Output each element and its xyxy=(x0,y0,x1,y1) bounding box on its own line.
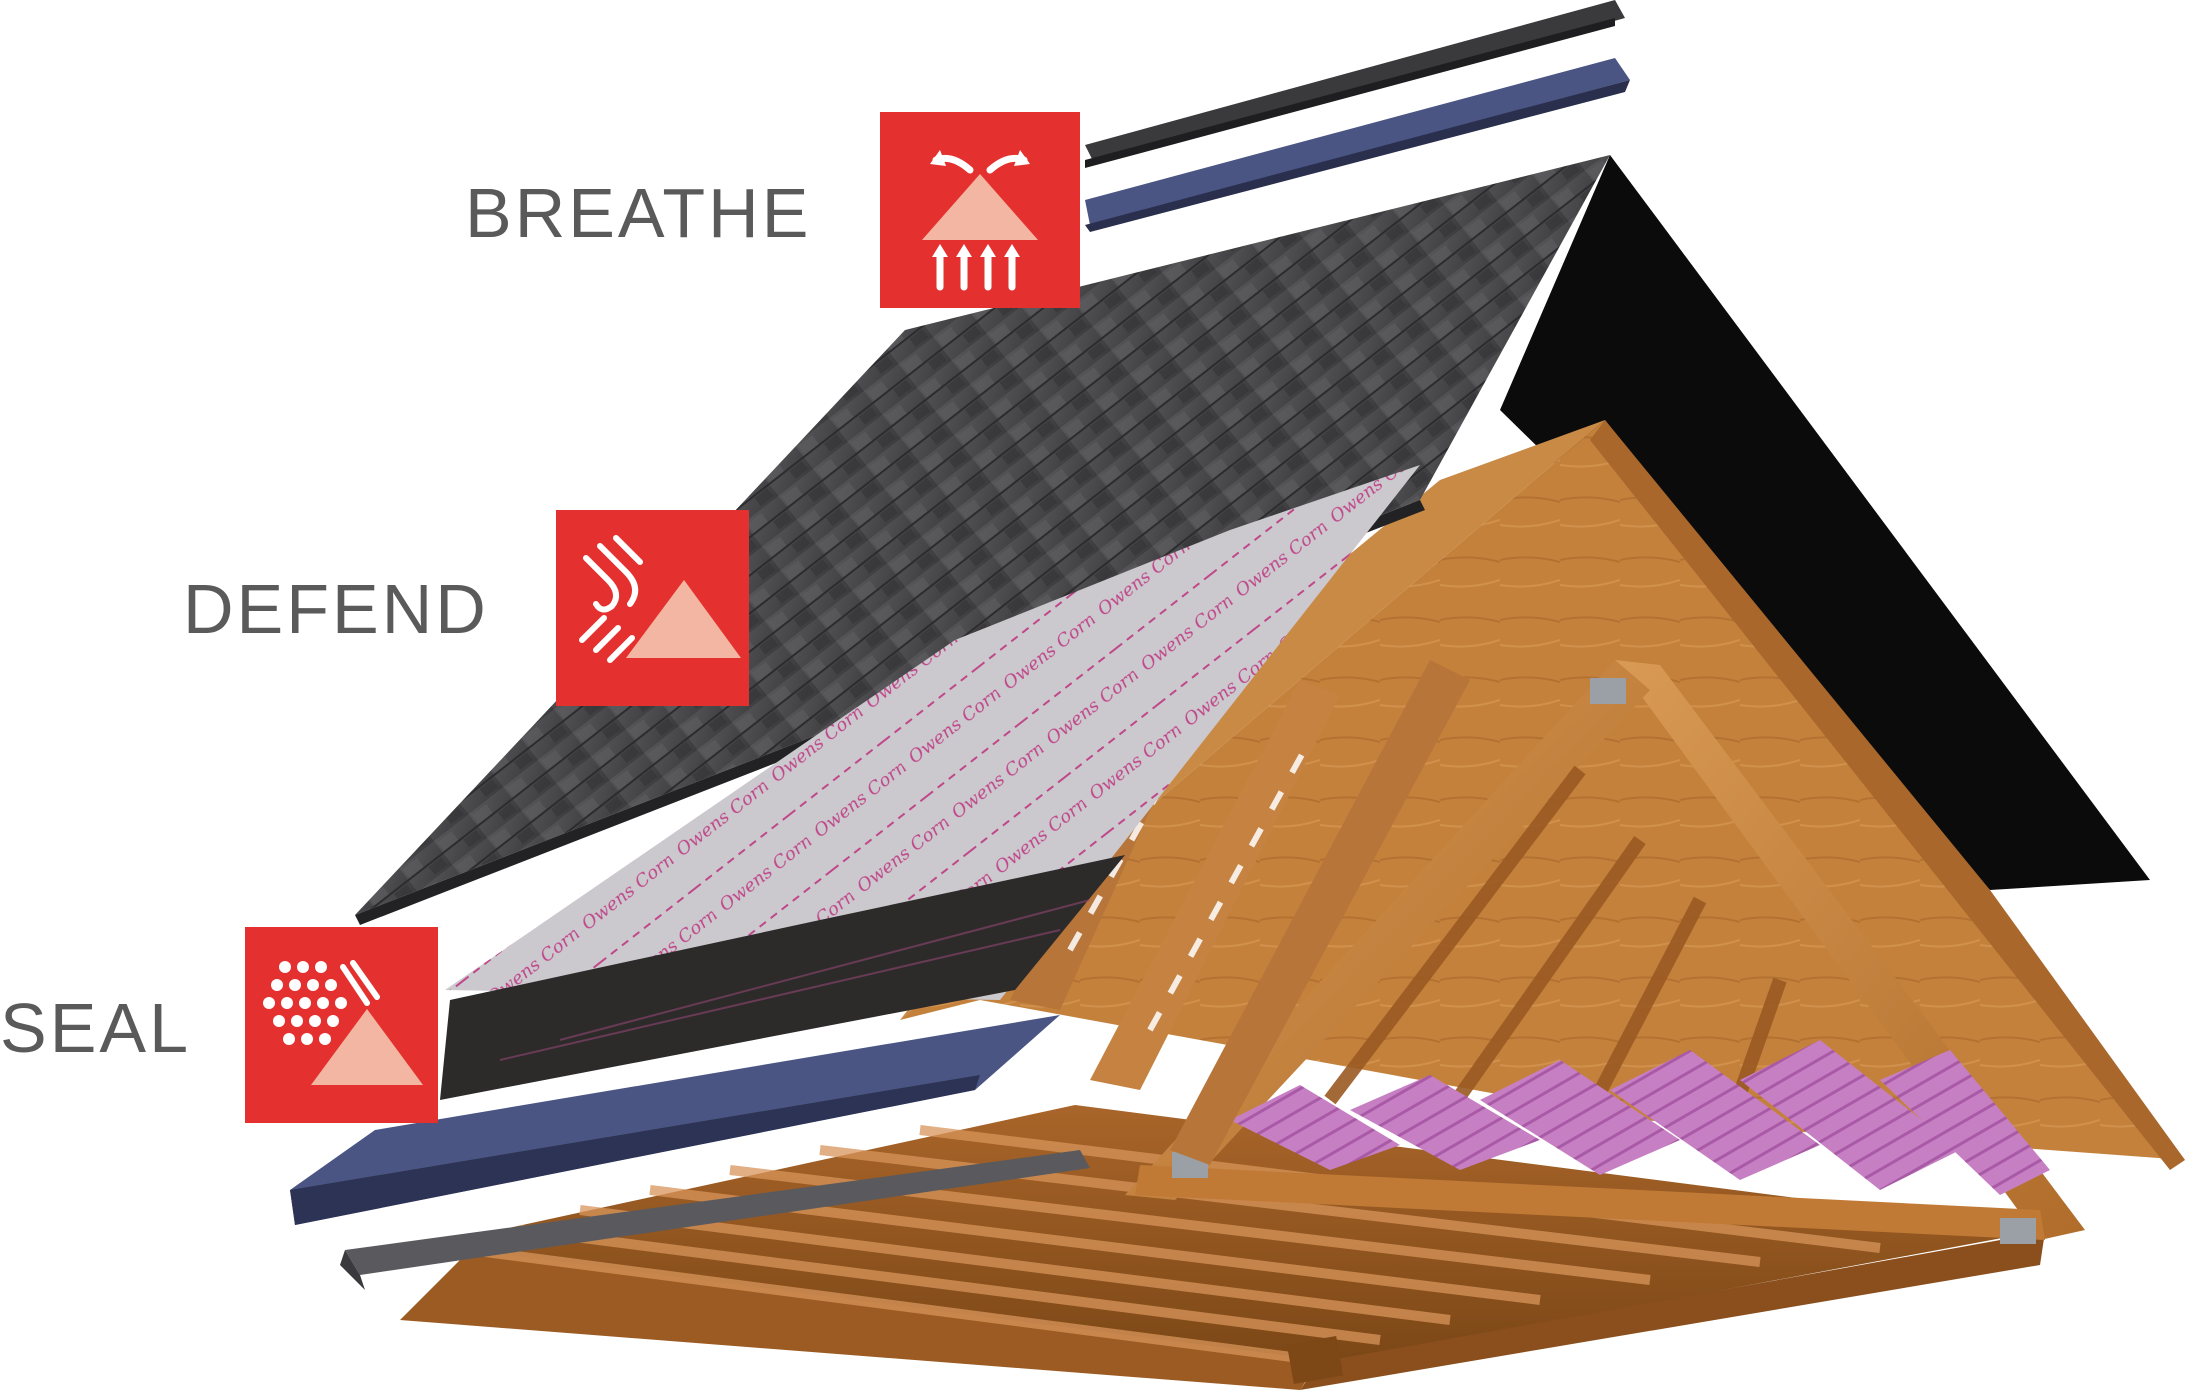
shingle-layer xyxy=(355,155,1610,915)
layer-label-breathe: BREATHE xyxy=(465,174,812,252)
underlayment-layer xyxy=(445,465,1420,1000)
layer-label-defend: DEFEND xyxy=(183,570,489,648)
ridge-vent xyxy=(1085,0,1630,232)
drip-edge xyxy=(345,1150,1090,1275)
truss-plate xyxy=(1590,678,1626,704)
ice-water-layer xyxy=(440,855,1125,1100)
attic-floor-joists xyxy=(400,1105,2045,1390)
truss-plate xyxy=(2000,1218,2036,1244)
wind-rain-icon xyxy=(556,510,749,706)
layer-label-seal: SEAL xyxy=(0,989,191,1067)
ventilation-icon xyxy=(880,112,1080,308)
roof-deck-black xyxy=(1500,155,2150,890)
attic-insulation xyxy=(1230,1040,2050,1195)
leak-barrier-icon xyxy=(245,927,438,1123)
